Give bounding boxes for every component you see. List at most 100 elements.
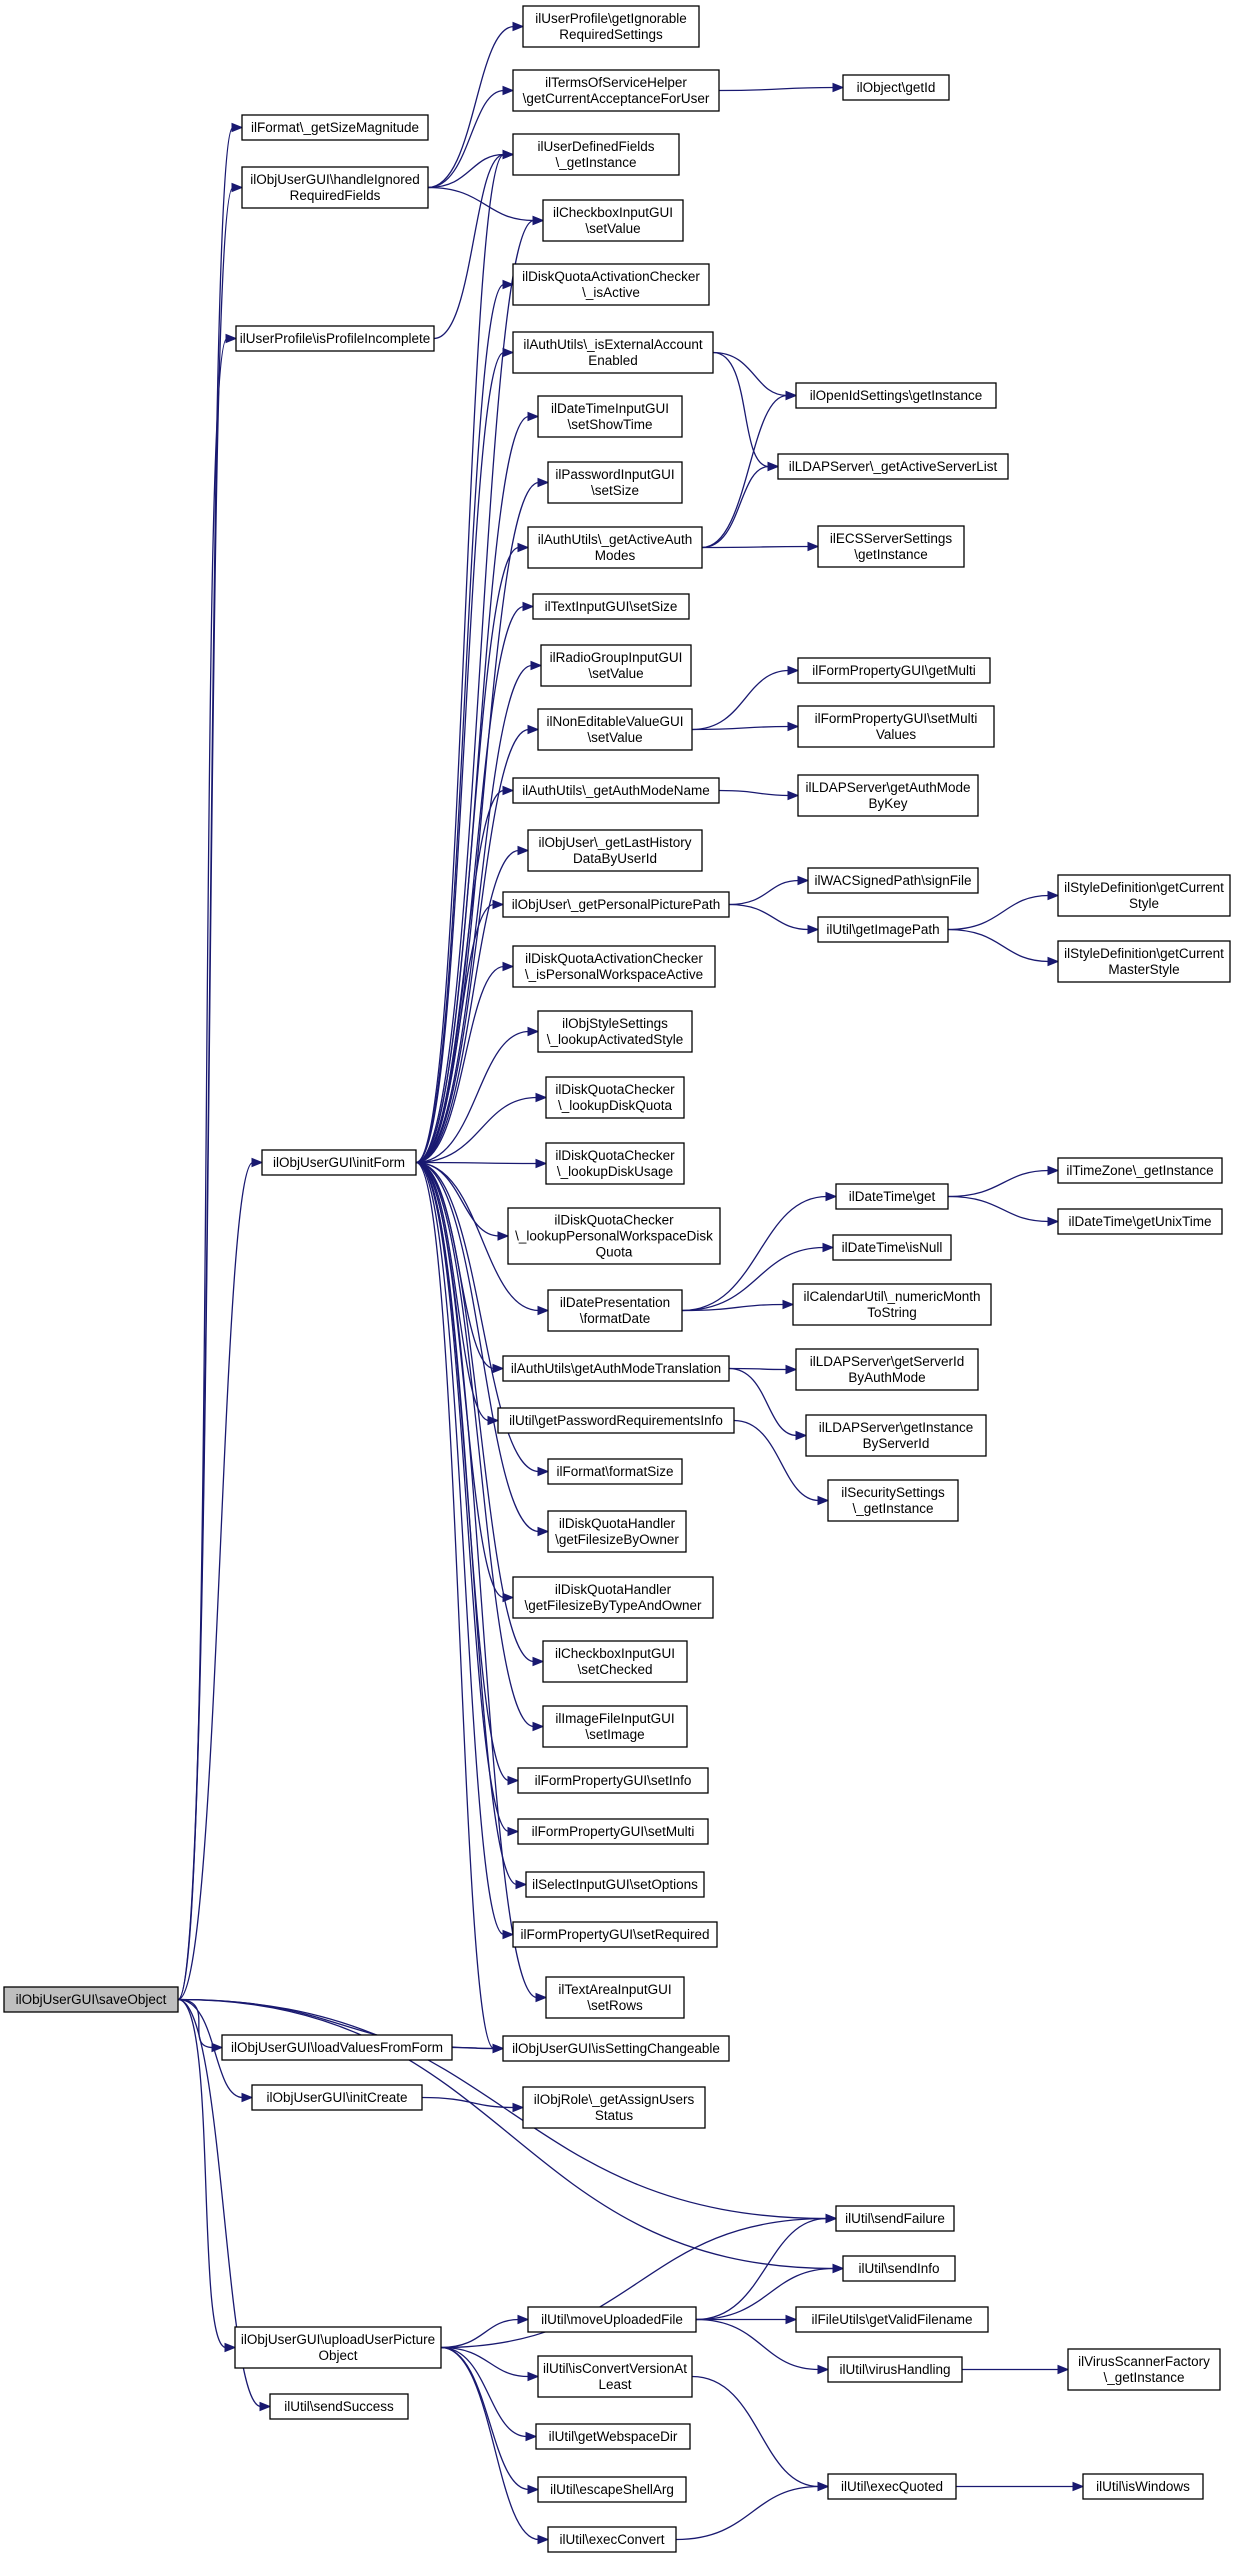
node-time-zone-get-instance[interactable]: ilTimeZone\_getInstance bbox=[1057, 1157, 1223, 1184]
node-image-file-set-image[interactable]: ilImageFileInputGUI\setImage bbox=[542, 1705, 688, 1748]
node-send-info[interactable]: ilUtil\sendInfo bbox=[842, 2255, 956, 2282]
node-get-multi[interactable]: ilFormPropertyGUI\getMulti bbox=[797, 657, 991, 684]
edge-get-current-acceptance-to-get-id bbox=[718, 82, 845, 93]
node-exec-quoted[interactable]: ilUtil\execQuoted bbox=[827, 2473, 957, 2500]
node-security-get-instance[interactable]: ilSecuritySettings\_getInstance bbox=[827, 1479, 959, 1522]
node-form-property-set-info[interactable]: ilFormPropertyGUI\setInfo bbox=[517, 1767, 709, 1794]
node-format-size[interactable]: ilFormat\formatSize bbox=[547, 1458, 683, 1485]
node-radio-group-set-value[interactable]: ilRadioGroupInputGUI\setValue bbox=[540, 644, 692, 687]
node-get-filesize-by-type-and-owner[interactable]: ilDiskQuotaHandler\getFilesizeByTypeAndO… bbox=[512, 1576, 714, 1619]
node-move-uploaded-file[interactable]: ilUtil\moveUploadedFile bbox=[527, 2306, 697, 2333]
node-password-set-size[interactable]: ilPasswordInputGUI\setSize bbox=[547, 461, 683, 504]
edge-arrowhead bbox=[782, 1299, 795, 1310]
node-select-set-options[interactable]: ilSelectInputGUI\setOptions bbox=[525, 1871, 705, 1898]
node-get-webspace-dir[interactable]: ilUtil\getWebspaceDir bbox=[535, 2423, 691, 2450]
node-load-values-from-form[interactable]: ilObjUserGUI\loadValuesFromForm bbox=[221, 2034, 453, 2061]
node-open-id-get-instance[interactable]: ilOpenIdSettings\getInstance bbox=[795, 382, 997, 409]
node-exec-convert[interactable]: ilUtil\execConvert bbox=[547, 2526, 677, 2553]
node-get-unix-time[interactable]: ilDateTime\getUnixTime bbox=[1057, 1208, 1223, 1235]
edge-arrowhead bbox=[231, 182, 244, 193]
node-is-windows[interactable]: ilUtil\isWindows bbox=[1082, 2473, 1204, 2500]
node-checkbox-set-checked[interactable]: ilCheckboxInputGUI\setChecked bbox=[542, 1640, 688, 1683]
edge-line bbox=[177, 1161, 254, 2001]
node-sign-file[interactable]: ilWACSignedPath\signFile bbox=[807, 867, 979, 894]
node-get-id[interactable]: ilObject\getId bbox=[842, 74, 950, 101]
node-get-active-server-list[interactable]: ilLDAPServer\_getActiveServerList bbox=[777, 453, 1009, 480]
node-get-current-acceptance[interactable]: ilTermsOfServiceHelper\getCurrentAccepta… bbox=[512, 69, 720, 112]
node-box bbox=[545, 1076, 685, 1119]
node-lookup-disk-usage[interactable]: ilDiskQuotaChecker\_lookupDiskUsage bbox=[545, 1142, 685, 1185]
node-is-profile-incomplete[interactable]: ilUserProfile\isProfileIncomplete bbox=[235, 325, 435, 352]
node-get-size-magnitude[interactable]: ilFormat\_getSizeMagnitude bbox=[241, 114, 429, 141]
node-date-time-set-show-time[interactable]: ilDateTimeInputGUI\setShowTime bbox=[537, 395, 683, 438]
node-lookup-activated-style[interactable]: ilObjStyleSettings\_lookupActivatedStyle bbox=[537, 1010, 693, 1053]
node-form-property-set-required[interactable]: ilFormPropertyGUI\setRequired bbox=[512, 1921, 718, 1948]
node-dq-active-is-active[interactable]: ilDiskQuotaActivationChecker\_isActive bbox=[512, 263, 710, 306]
node-non-editable-set-value[interactable]: ilNonEditableValueGUI\setValue bbox=[537, 708, 693, 751]
node-form-property-set-multi[interactable]: ilFormPropertyGUI\setMulti bbox=[517, 1818, 709, 1845]
node-get-image-path[interactable]: ilUtil\getImagePath bbox=[817, 916, 949, 943]
node-get-auth-mode-translation[interactable]: ilAuthUtils\getAuthModeTranslation bbox=[502, 1355, 730, 1382]
node-virus-handling[interactable]: ilUtil\virusHandling bbox=[827, 2356, 963, 2383]
node-checkbox-set-value[interactable]: ilCheckboxInputGUI\setValue bbox=[542, 199, 684, 242]
node-get-password-requirements-info[interactable]: ilUtil\getPasswordRequirementsInfo bbox=[497, 1407, 735, 1434]
node-lookup-personal-workspace-disk-quota[interactable]: ilDiskQuotaChecker\_lookupPersonalWorksp… bbox=[507, 1207, 721, 1265]
node-date-time-is-null[interactable]: ilDateTime\isNull bbox=[832, 1234, 952, 1261]
node-label: \setValue bbox=[587, 730, 642, 745]
node-user-defined-fields[interactable]: ilUserDefinedFields\_getInstance bbox=[512, 133, 680, 176]
edge-init-form-to-lookup-disk-usage bbox=[415, 1158, 548, 1169]
node-init-form[interactable]: ilObjUserGUI\initForm bbox=[261, 1149, 417, 1176]
node-is-setting-changeable[interactable]: ilObjUserGUI\isSettingChangeable bbox=[502, 2035, 730, 2062]
edge-line bbox=[947, 1169, 1050, 1198]
edge-line bbox=[433, 153, 505, 340]
node-text-area-set-rows[interactable]: ilTextAreaInputGUI\setRows bbox=[545, 1976, 685, 2019]
node-label: ilUtil\escapeShellArg bbox=[550, 2482, 674, 2497]
edge-handle-ignored-to-get-ignorable-required bbox=[427, 21, 525, 189]
node-date-time-get[interactable]: ilDateTime\get bbox=[835, 1183, 949, 1210]
node-send-success[interactable]: ilUtil\sendSuccess bbox=[269, 2393, 409, 2420]
edge-arrowhead bbox=[1047, 890, 1060, 901]
node-get-auth-mode-name[interactable]: ilAuthUtils\_getAuthModeName bbox=[512, 777, 720, 804]
edge-line bbox=[415, 1161, 538, 1165]
node-text-input-set-size[interactable]: ilTextInputGUI\setSize bbox=[532, 593, 690, 620]
node-get-personal-picture-path[interactable]: ilObjUser\_getPersonalPicturePath bbox=[502, 891, 730, 918]
node-send-failure[interactable]: ilUtil\sendFailure bbox=[835, 2205, 955, 2232]
node-format-date[interactable]: ilDatePresentation\formatDate bbox=[547, 1289, 683, 1332]
edge-get-image-path-to-get-current-master-style bbox=[947, 928, 1060, 967]
node-save-object[interactable]: ilObjUserGUI\saveObject bbox=[3, 1986, 179, 2013]
node-get-ignorable-required[interactable]: ilUserProfile\getIgnorableRequiredSettin… bbox=[522, 5, 700, 48]
node-virus-scanner-get-instance[interactable]: ilVirusScannerFactory\_getInstance bbox=[1067, 2348, 1221, 2391]
edge-arrowhead bbox=[527, 724, 540, 735]
edge-arrowhead bbox=[785, 1364, 798, 1375]
edge-arrowhead bbox=[535, 1158, 548, 1169]
node-is-personal-workspace-active[interactable]: ilDiskQuotaActivationChecker\_isPersonal… bbox=[512, 945, 716, 988]
edge-arrowhead bbox=[787, 790, 800, 801]
node-box bbox=[517, 1767, 709, 1794]
node-get-filesize-by-owner[interactable]: ilDiskQuotaHandler\getFilesizeByOwner bbox=[547, 1510, 687, 1553]
node-ecs-get-instance[interactable]: ilECSServerSettings\getInstance bbox=[817, 525, 965, 568]
node-escape-shell-arg[interactable]: ilUtil\escapeShellArg bbox=[537, 2476, 687, 2503]
node-box bbox=[512, 1921, 718, 1948]
node-get-valid-filename[interactable]: ilFileUtils\getValidFilename bbox=[795, 2306, 989, 2333]
edge-line bbox=[701, 545, 810, 549]
edge-arrowhead bbox=[527, 2371, 540, 2382]
node-label: ilImageFileInputGUI bbox=[555, 1711, 674, 1726]
node-init-create[interactable]: ilObjUserGUI\initCreate bbox=[251, 2084, 423, 2111]
edge-line bbox=[440, 2346, 540, 2541]
node-lookup-disk-quota[interactable]: ilDiskQuotaChecker\_lookupDiskQuota bbox=[545, 1076, 685, 1119]
edge-init-form-to-get-filesize-by-owner bbox=[415, 1161, 550, 1537]
